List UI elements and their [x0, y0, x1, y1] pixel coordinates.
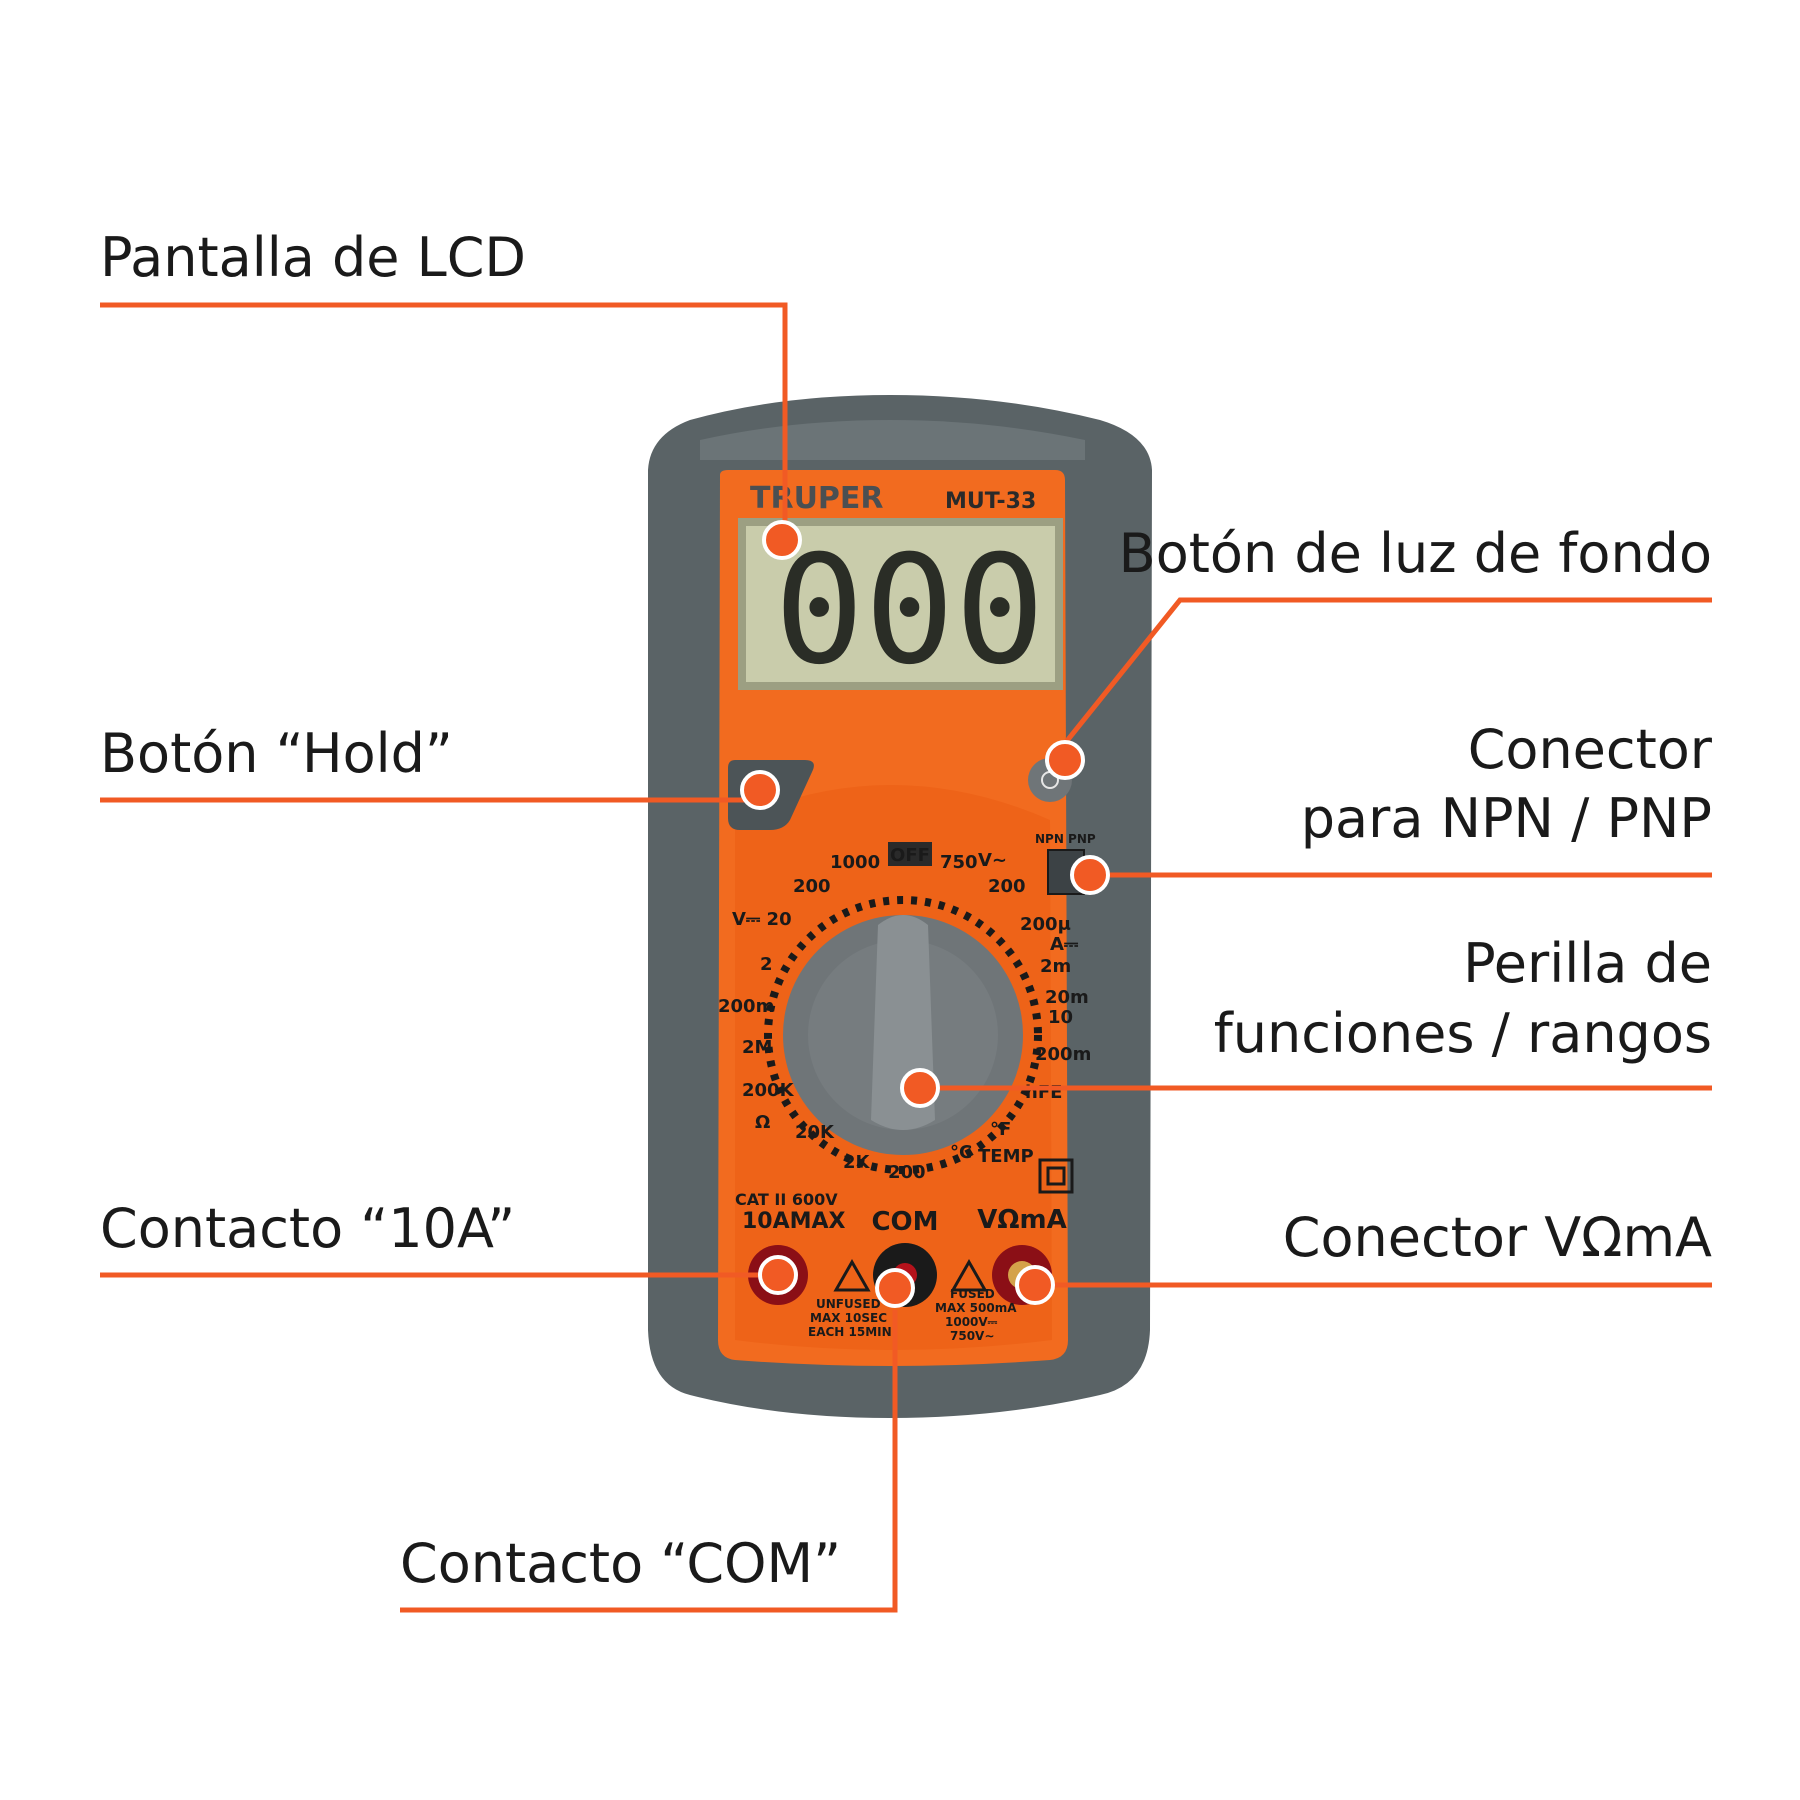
- fused-line-3: 1000V⎓: [945, 1315, 998, 1329]
- callout-dot-10a: [758, 1255, 798, 1295]
- callout-dot-vomA: [1015, 1265, 1055, 1305]
- dial-label-200K: 200K: [742, 1080, 795, 1101]
- callout-label-vomA: Conector VΩmA: [1283, 1206, 1712, 1269]
- dial-label-ohm: Ω: [755, 1112, 770, 1133]
- dial-label-200m-a: 200m: [1035, 1044, 1091, 1065]
- dial-label-temp: TEMP: [978, 1146, 1034, 1167]
- callout-label-hold: Botón “Hold”: [100, 722, 453, 785]
- unfused-line-3: EACH 15MIN: [808, 1325, 892, 1339]
- callout-label-com: Contacto “COM”: [400, 1532, 841, 1595]
- dial-label-200-buzz: 200: [888, 1162, 926, 1183]
- off-label: OFF: [890, 845, 930, 866]
- brand-logo: TRUPER: [750, 481, 884, 516]
- model-number: MUT-33: [945, 489, 1036, 514]
- warning-icon-right: [950, 1258, 988, 1292]
- dial-label-20K: 20K: [795, 1122, 835, 1143]
- jack-10a-label: 10AMAX: [742, 1209, 846, 1234]
- dial-label-200-vdc: 200: [793, 876, 831, 897]
- callout-label-npn-1: Conector: [1468, 718, 1713, 781]
- callout-dot-com: [875, 1268, 915, 1308]
- callout-line-com: [400, 1310, 898, 1613]
- callout-dot-lcd: [762, 520, 802, 560]
- callout-label-knob-1: Perilla de: [1463, 932, 1712, 995]
- off-badge: [888, 842, 932, 866]
- dial-label-200u: 200μ: [1020, 914, 1071, 935]
- callout-label-10a: Contacto “10A”: [100, 1197, 515, 1260]
- dial-label-200m: 200m: [718, 996, 774, 1017]
- callout-dots: [740, 520, 1110, 1308]
- callout-label-knob-2: funciones / rangos: [1214, 1002, 1712, 1065]
- dial-label-vdc-20: V⎓ 20: [732, 909, 792, 930]
- fused-line-2: MAX 500mA: [935, 1301, 1017, 1315]
- dial-labels: 1000 750 V∼ 200 200 V⎓ 20 2 200m 2M 200K…: [718, 850, 1091, 1183]
- fused-line-4: 750V∼: [950, 1329, 994, 1343]
- meter-casing-highlight: [700, 420, 1085, 460]
- unfused-line-2: MAX 10SEC: [810, 1311, 887, 1325]
- callout-lines: [100, 302, 1712, 1613]
- dial-label-750: 750: [940, 852, 978, 873]
- callout-label-backlight: Botón de luz de fondo: [1119, 522, 1712, 585]
- fused-line-1: FUSED: [950, 1287, 995, 1301]
- callout-dot-npn: [1070, 855, 1110, 895]
- jack-com-label: COM: [871, 1207, 938, 1237]
- double-insulation-inner: [1046, 1166, 1066, 1186]
- npn-pnp-label: NPN PNP: [1035, 832, 1096, 846]
- unfused-line-1: UNFUSED: [816, 1297, 881, 1311]
- dial-label-20m: 20m: [1045, 987, 1089, 1008]
- callout-line-backlight: [1048, 597, 1712, 764]
- callout-line-lcd: [100, 302, 788, 540]
- callout-label-npn-2: para NPN / PNP: [1301, 787, 1712, 850]
- dial-label-hfe: hFE: [1025, 1082, 1062, 1103]
- cat-rating: CAT II 600V: [735, 1190, 838, 1209]
- dial-label-2m: 2m: [1040, 956, 1071, 977]
- warning-icon-left: [833, 1258, 871, 1292]
- callout-dot-hold: [740, 770, 780, 810]
- dial-label-vac: V∼: [978, 850, 1007, 871]
- callout-dot-knob: [900, 1068, 940, 1108]
- dial-label-1000: 1000: [830, 852, 880, 873]
- double-insulation-symbol: [1038, 1158, 1074, 1194]
- dial-label-2K: 2K: [843, 1152, 871, 1173]
- dial-label-adc: A⎓: [1050, 934, 1079, 955]
- dial-label-2M: 2M: [742, 1037, 772, 1058]
- dial-label-fahrenheit: °F: [990, 1119, 1011, 1140]
- dial-label-celsius: °C: [950, 1142, 972, 1163]
- dial-tick-ring: [764, 896, 1042, 1174]
- callout-dot-backlight: [1045, 740, 1085, 780]
- dial-label-200-vac: 200: [988, 876, 1026, 897]
- jack-vomA-label: VΩmA: [977, 1205, 1066, 1235]
- callout-label-lcd: Pantalla de LCD: [100, 226, 526, 289]
- lcd-readout: 000: [774, 524, 1045, 698]
- dial-label-2: 2: [760, 954, 773, 975]
- dial-label-10: 10: [1048, 1007, 1073, 1028]
